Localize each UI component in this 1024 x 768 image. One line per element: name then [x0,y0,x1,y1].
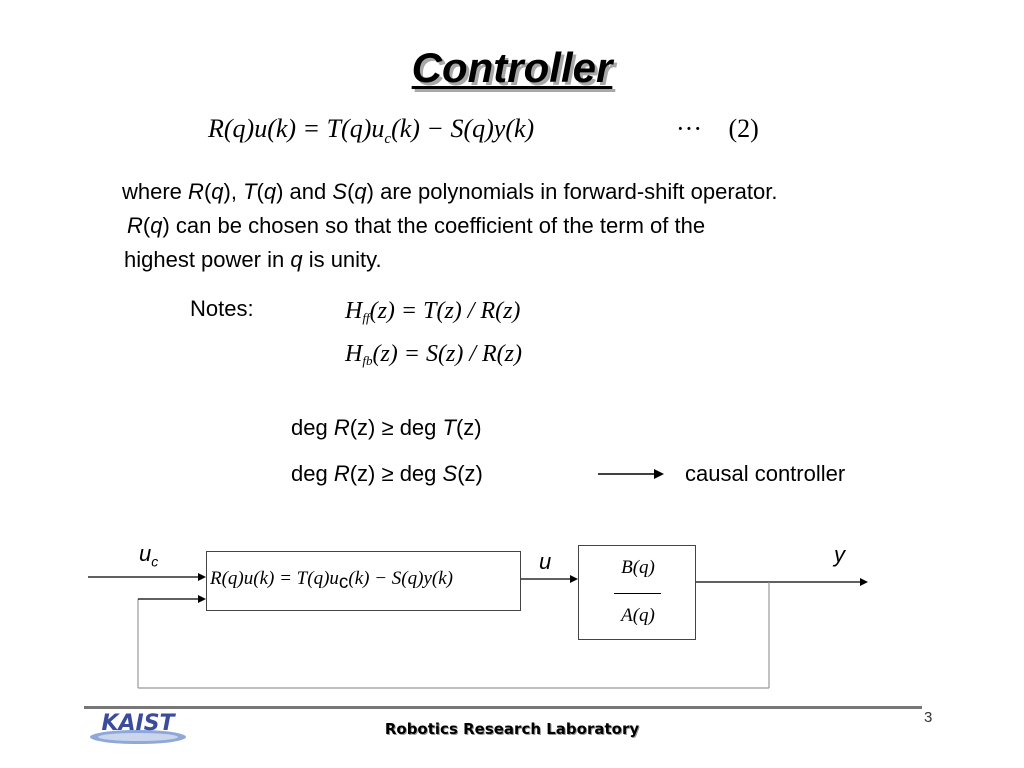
text: ( [203,179,212,204]
equation-dots: ··· [676,114,702,143]
controller-equation: R(q)u(k) = T(q)uc(k) − S(q)y(k) [210,568,453,593]
text: c [151,553,159,570]
page-number: 3 [924,709,933,726]
text: R [127,213,143,238]
text: (z) [457,461,483,486]
degree-condition-1: deg R(z) ≥ deg T(z) [291,415,482,441]
text: T [442,415,456,440]
main-equation: R(q)u(k) = T(q)uc(k) − S(q)y(k) [208,114,534,148]
text: deg [291,415,334,440]
text: (z) = S(z) / R(z) [372,341,522,367]
text: deg [399,415,443,440]
text: R [333,461,350,486]
input-signal-label: uc [139,541,158,569]
implies-arrow [598,469,664,479]
description-line-2: R(q) can be chosen so that the coefficie… [127,213,705,239]
text: H [345,341,363,367]
text: ) are polynomials in forward-shift opera… [366,179,778,204]
fraction-bar [614,593,661,594]
text: ), [223,179,244,204]
causal-controller-label: causal controller [685,461,846,486]
text: deg [291,461,334,486]
text: u [139,541,152,566]
text: (k) − S(q)y(k) [348,568,453,589]
plant-numerator: B(q) [621,557,655,578]
control-signal-label: u [539,549,552,574]
notes-label: Notes: [190,296,254,321]
text: T [243,179,257,204]
text: deg [399,461,443,486]
output-signal-label: y [834,542,845,567]
text: ( [256,179,264,204]
text: (z) = T(z) / R(z) [369,298,521,324]
text: ( [347,179,355,204]
text: q [150,213,163,238]
description-line-1: where R(q), T(q) and S(q) are polynomial… [122,179,778,205]
controller-block: R(q)u(k) = T(q)uc(k) − S(q)y(k) [206,551,521,611]
text: q [211,179,224,204]
text: R [333,415,350,440]
text: q [263,179,277,204]
footer-divider [84,706,922,709]
degree-condition-2: deg R(z) ≥ deg S(z) [291,461,483,487]
slide-title: Controller [411,44,613,91]
text: where [122,179,189,204]
text: ) can be chosen so that the coefficient … [162,213,706,238]
text: S [332,179,348,204]
text: q [354,179,367,204]
text: (z) [455,415,482,440]
text: (z) [349,415,376,440]
text: R [188,179,204,204]
text: ( [142,213,151,238]
feedback-transfer-function: Hfb(z) = S(z) / R(z) [345,341,522,369]
text: ff [362,310,370,325]
text: fb [362,353,373,368]
main-equation-uc-sub: c [384,131,392,148]
text: ) and [276,179,333,204]
main-equation-rhs: (k) − S(q)y(k) [391,114,535,143]
text: S [442,461,458,486]
main-equation-lhs: R(q)u(k) = T(q)u [208,114,385,143]
text: q [290,247,303,272]
equation-number: ··· (2) [676,114,759,144]
text: R(q)u(k) = T(q)u [210,568,339,589]
text: ≥ [375,415,400,440]
text: ≥ [375,461,400,486]
equation-number-label: (2) [728,114,759,143]
kaist-logo: KAIST [86,706,190,746]
text: H [345,298,363,324]
logo-text: KAIST [101,711,176,736]
text: (z) [349,461,376,486]
description-line-3: highest power in q is unity. [124,247,382,273]
text: c [338,572,349,593]
text: is unity. [302,247,382,272]
lab-name: Robotics Research Laboratory [384,720,640,738]
feedforward-transfer-function: Hff(z) = T(z) / R(z) [345,298,520,326]
text: highest power in [124,247,291,272]
plant-block: B(q) A(q) [578,545,696,640]
plant-denominator: A(q) [621,605,655,626]
